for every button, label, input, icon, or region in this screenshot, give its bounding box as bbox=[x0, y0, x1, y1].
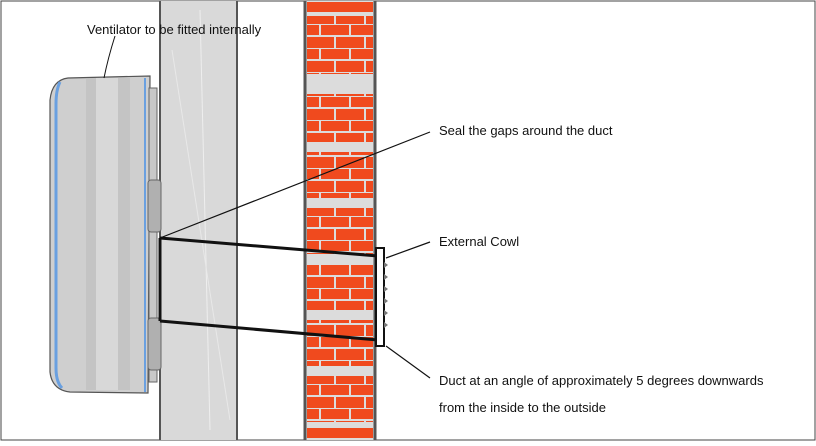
ventilator-unit bbox=[49, 75, 162, 394]
duct-label-line2: from the inside to the outside bbox=[439, 400, 606, 415]
seal-label: Seal the gaps around the duct bbox=[439, 123, 613, 138]
ventilator-label: Ventilator to be fitted internally bbox=[87, 22, 262, 37]
inner-wall bbox=[159, 1, 238, 440]
external-cowl bbox=[375, 247, 388, 347]
leader-lines bbox=[103, 35, 431, 379]
cowl-label: External Cowl bbox=[439, 234, 519, 249]
duct-label-line1: Duct at an angle of approximately 5 degr… bbox=[439, 373, 764, 388]
brick-wall bbox=[303, 1, 377, 440]
duct bbox=[158, 236, 379, 342]
